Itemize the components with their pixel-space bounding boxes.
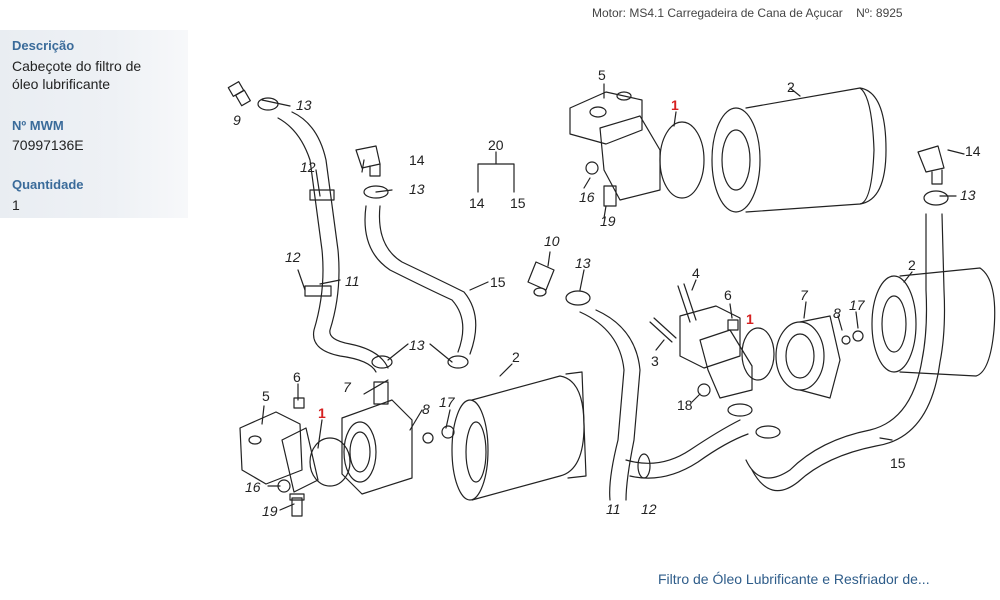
callout-15-b: 15 [510,195,526,211]
callout-4: 4 [692,265,700,281]
washer-17-left [441,425,455,439]
stud-4 [677,283,697,323]
callout-6-b: 6 [724,287,732,303]
callout-8-a: 8 [422,401,430,417]
callout-1-b: 1 [671,97,679,113]
callout-13-f: 13 [960,187,976,203]
elbow-14-right [917,145,945,185]
gasket-1-right [741,327,775,381]
part-info-panel: Descrição Cabeçote do filtro de óleo lub… [0,30,188,218]
callout-12-b: 12 [285,249,301,265]
callout-14-c: 14 [965,143,981,159]
callout-20: 20 [488,137,504,153]
oil-filter-2-top [711,87,887,213]
callout-13-e: 13 [575,255,591,271]
descricao-line1: Cabeçote do filtro de [12,58,142,74]
callout-10: 10 [544,233,560,249]
hose-clamp-13h [755,425,781,439]
callout-19-b: 19 [600,213,616,229]
callout-12-c: 12 [641,501,657,517]
callout-6-a: 6 [293,369,301,385]
sensor-10 [527,261,555,297]
callout-1-c: 1 [746,311,754,327]
callout-7-b: 7 [800,287,809,303]
hose-11-right [579,311,625,501]
numero-label: Nº: [856,6,873,20]
callout-3: 3 [651,353,659,369]
callout-2-a: 2 [512,349,520,365]
callout-11-b: 11 [606,501,621,517]
hose-clamp-13d [447,355,469,369]
hose-clamp-13g [727,403,753,417]
washer-16-top [585,161,599,175]
callout-12-a: 12 [300,159,316,175]
callout-17-a: 17 [439,394,456,410]
plug-8-left [422,432,434,444]
callout-14-a: 14 [409,152,425,168]
callout-13-a: 13 [296,97,312,113]
mwm-label: Nº MWM [12,118,64,133]
oil-cooler-7 [341,381,413,495]
plug-6-right [727,319,739,331]
descricao-label: Descrição [12,38,75,53]
callout-1-a: 1 [318,405,326,421]
mwm-value: 70997136E [12,137,84,153]
plug-8-right [841,335,851,345]
quantidade-value: 1 [12,197,20,213]
hose-clamp-12-right [637,453,651,479]
oil-filter-2-left [451,371,587,501]
callout-14-b: 14 [469,195,485,211]
washer-17-right [852,330,864,342]
hose-11-left [277,117,377,373]
fitting-9 [227,81,251,107]
callout-20-bracket [477,151,515,193]
hose-clamp-13e [565,290,591,306]
callout-13-b: 13 [409,181,425,197]
gasket-1-left [309,437,351,487]
washer-18 [697,383,711,397]
filter-head-5-left [239,411,319,493]
hose-15-right [745,213,928,479]
descricao-line2: óleo lubrificante [12,76,111,92]
callout-19-a: 19 [262,503,278,519]
callout-2-c: 2 [908,257,916,273]
callout-17-b: 17 [849,297,866,313]
hose-15-left [364,205,464,353]
stud-3 [649,317,677,343]
filter-head-5-top [569,91,661,201]
hose-clamp-13f [923,190,949,206]
callout-16-b: 16 [579,189,595,205]
callout-11-a: 11 [345,273,360,289]
callout-13-c: 13 [409,337,425,353]
numero-value: 8925 [875,6,903,20]
bolt-19-top [603,185,617,207]
motor-info: Motor: MS4.1 Carregadeira de Cana de Açu… [592,6,903,20]
related-diagram-link[interactable]: Filtro de Óleo Lubrificante e Resfriador… [658,571,930,587]
plug-6-left [293,397,305,409]
callout-8-b: 8 [833,305,841,321]
hose-clamp-13a [257,97,279,111]
callout-16-a: 16 [245,479,261,495]
callout-15-c: 15 [890,455,906,471]
callout-9: 9 [233,112,241,128]
callout-7-a: 7 [343,379,352,395]
gasket-1-top [659,121,705,199]
callout-5-a: 5 [262,388,270,404]
callout-15-a: 15 [490,274,506,290]
motor-text: Motor: MS4.1 Carregadeira de Cana de Açu… [592,6,843,20]
oil-filter-2-right [871,267,996,377]
callout-5-b: 5 [598,67,606,83]
elbow-14 [355,145,381,177]
quantidade-label: Quantidade [12,177,84,192]
hose-bracket-12b [304,285,332,297]
hose-bracket-12a [309,189,335,201]
hose-clamp-13c [371,355,393,369]
callout-2-b: 2 [787,79,795,95]
bolt-19-left [289,493,305,517]
oil-cooler-7-right [775,315,841,399]
filter-head-5-right [679,305,753,399]
callout-18: 18 [677,397,693,413]
hose-clamp-13b [363,185,389,199]
